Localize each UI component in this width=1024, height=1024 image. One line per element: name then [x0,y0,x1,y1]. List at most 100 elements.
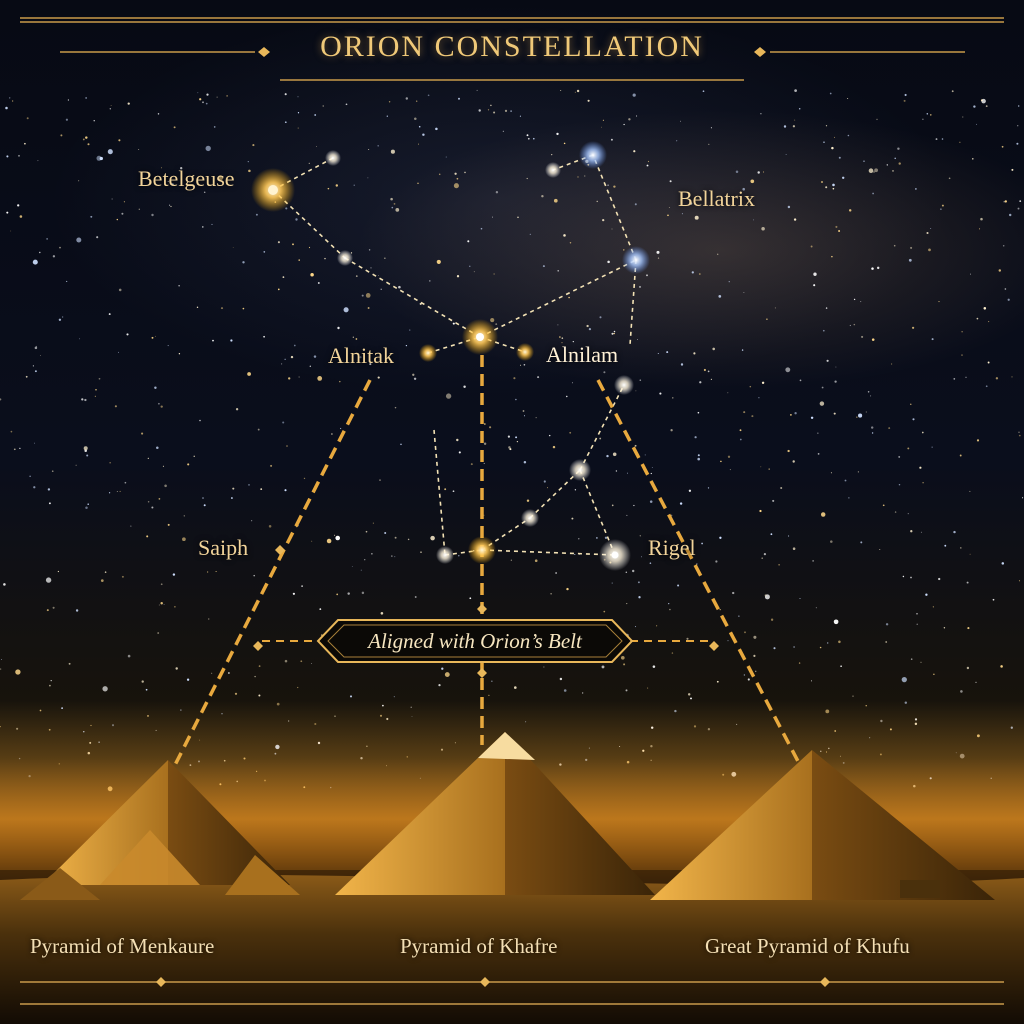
background-star [533,137,535,140]
background-star [1001,562,1005,565]
background-star [104,571,107,573]
background-star [355,275,358,277]
background-star [367,177,369,179]
background-star [435,127,438,131]
background-star [167,523,170,526]
background-star [998,269,1002,272]
background-star [284,93,287,96]
background-star [322,105,324,107]
background-star [248,169,251,173]
background-star [359,356,362,359]
background-star [405,97,409,100]
background-star [331,433,333,435]
background-star [175,667,178,670]
background-star [785,154,787,156]
background-star [894,157,896,160]
background-star [770,618,774,621]
background-star [588,327,592,331]
star-alnilam [516,343,534,361]
background-star [879,548,881,550]
background-star [925,593,928,596]
background-star [926,231,929,235]
background-star [825,186,828,189]
background-star [79,338,81,340]
background-star [126,333,129,336]
background-star [693,352,696,355]
background-star [367,307,370,309]
background-star [669,180,672,183]
background-star [763,552,767,556]
background-star [910,403,912,405]
background-star [742,187,745,191]
star-head [325,150,341,166]
background-star [822,329,825,332]
background-star [510,559,512,561]
background-star [961,331,963,333]
background-star [160,583,163,586]
background-star [632,569,635,573]
background-star [290,355,294,359]
background-star [33,486,36,489]
background-star [557,269,560,272]
background-star [487,109,490,111]
background-star [182,537,186,542]
background-star [514,686,517,689]
background-star [509,448,512,451]
background-star [764,594,770,600]
background-star [495,323,498,326]
background-star [199,419,201,422]
background-star [794,412,797,415]
background-star [230,497,233,499]
background-star [728,281,730,283]
background-star [141,680,144,683]
background-star [647,160,650,163]
background-star [526,499,530,502]
background-star [639,535,641,537]
background-star [938,577,941,581]
background-star [668,602,670,605]
background-star [526,134,529,137]
background-star [632,93,636,97]
background-star [831,146,834,150]
marker-diamond-icon [709,641,719,651]
background-star [334,534,336,536]
pyramid-khufu [650,750,995,900]
background-star [820,180,824,184]
alignment-markers [253,545,719,678]
background-star [613,185,616,188]
background-star [391,206,394,209]
background-star [835,225,838,228]
background-star [284,659,288,663]
background-star [464,171,466,174]
background-star [368,249,371,251]
background-star [641,556,642,558]
background-star [985,105,988,107]
background-star [9,97,11,99]
background-star [483,442,487,445]
background-star [838,156,841,159]
background-star [34,370,37,373]
background-star [480,227,483,230]
background-star [761,381,765,384]
background-star [523,363,526,366]
background-star [634,444,637,447]
background-star [0,668,2,670]
background-star [738,615,740,617]
background-star [37,160,39,162]
background-star [603,371,606,374]
background-star [360,569,362,571]
background-star [202,101,204,104]
background-star [311,540,313,542]
background-star [707,370,710,373]
background-star [677,584,680,587]
background-star [830,472,832,474]
background-star [93,120,95,122]
background-star [379,479,381,481]
background-star [260,488,263,490]
background-star [840,665,842,667]
background-star [292,243,294,246]
background-star [458,97,460,100]
background-star [638,285,642,288]
background-star [1004,200,1007,203]
background-star [817,453,820,455]
